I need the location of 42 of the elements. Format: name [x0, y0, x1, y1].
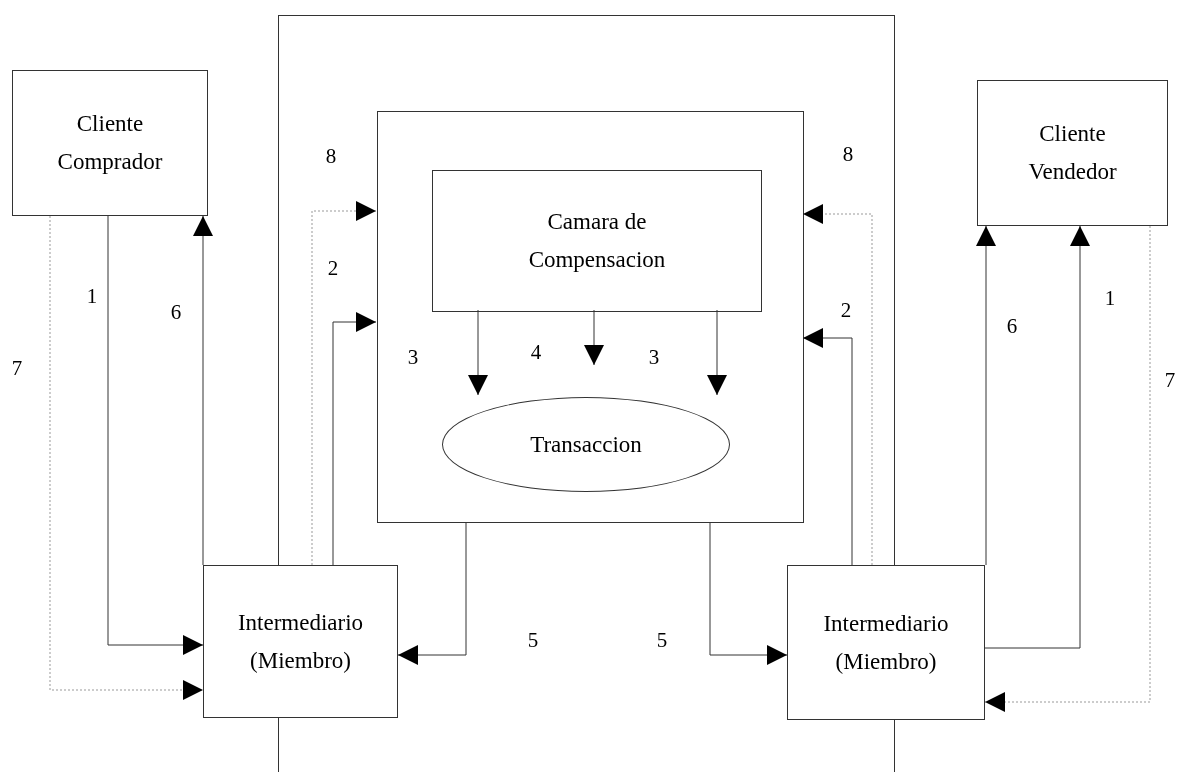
arrow [709, 521, 788, 665]
process-box [12, 70, 208, 216]
edge-label: 7 [11, 357, 23, 379]
node-label: Cliente Vendedor [1027, 120, 1118, 186]
arrow [707, 309, 727, 396]
edge-label: 5 [527, 629, 539, 651]
process-box [432, 170, 762, 312]
arrow [984, 225, 1151, 712]
node-label: Camara de Compensacion [527, 208, 667, 274]
process-box [787, 565, 985, 720]
edge-label: 4 [530, 341, 542, 363]
arrow [311, 201, 377, 566]
edge-label: 1 [1104, 287, 1116, 309]
process-box [203, 565, 398, 718]
edge-label: 8 [842, 143, 854, 165]
edge-label: 3 [648, 346, 660, 368]
arrow [107, 215, 204, 655]
edge-label: 2 [840, 299, 852, 321]
arrow [976, 225, 996, 566]
edge-label: 6 [1006, 315, 1018, 337]
node-label: Cliente Comprador [56, 110, 164, 176]
edge-label: 6 [170, 301, 182, 323]
edge-label: 5 [656, 629, 668, 651]
arrow [584, 309, 604, 366]
arrow [49, 215, 204, 700]
edge-label: 2 [327, 257, 339, 279]
arrow [984, 225, 1090, 649]
node-label: Intermediario (Miembro) [236, 608, 365, 675]
edge-label: 8 [325, 145, 337, 167]
arrow [802, 204, 873, 566]
edge-label: 3 [407, 346, 419, 368]
edge-label: 7 [1164, 369, 1176, 391]
arrow [802, 328, 853, 566]
container-box [377, 111, 804, 523]
arrow [332, 312, 377, 566]
arrow [397, 521, 467, 665]
node-label: Intermediario (Miembro) [822, 609, 950, 676]
arrow [468, 309, 488, 396]
process-box [977, 80, 1168, 226]
node-label: Transaccion [529, 430, 643, 459]
edge-label: 1 [86, 285, 98, 307]
arrow [193, 215, 213, 566]
